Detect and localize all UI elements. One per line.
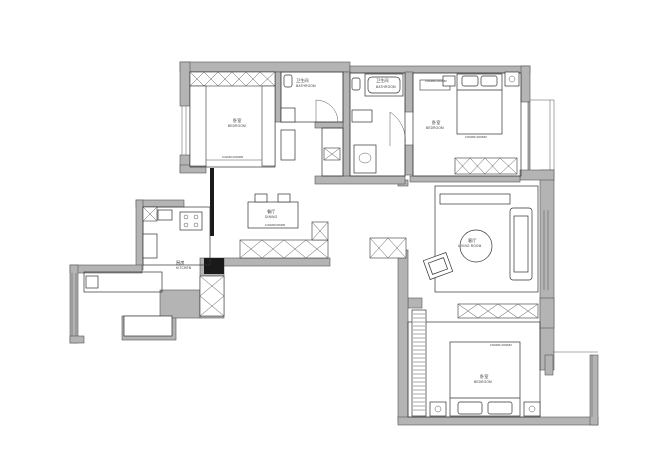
lamp-icon <box>434 405 442 413</box>
wardrobe-nw-dim: 1111MM×2000MM <box>222 155 243 159</box>
room-label-bathroom-1-en: BATHROOM <box>296 84 316 88</box>
bed-se-dim: 1500MM×2000MM <box>490 343 512 347</box>
fridge-icon <box>142 233 158 259</box>
wardrobe-se <box>411 309 427 417</box>
dining-table-dim: 1100MM×800MM <box>265 223 285 227</box>
pillow-icon <box>487 401 513 415</box>
pillow-icon <box>457 401 483 415</box>
door-swing-icon <box>315 99 339 123</box>
room-label-bedroom-se-en: BEDROOM <box>474 380 492 384</box>
living-room: 客厅 LIVING ROOM <box>369 185 539 319</box>
dining: 1100MM×800MM 餐厅 DINING <box>199 193 329 317</box>
bathtub-icon <box>367 76 401 94</box>
dining-table <box>247 201 299 229</box>
room-label-kitchen-en: KITCHEN <box>176 266 192 270</box>
room-label-kitchen-cn: 厨房 <box>176 259 184 266</box>
room-label-living-cn: 客厅 <box>468 237 476 244</box>
wardrobe-nw <box>189 71 276 87</box>
room-label-bathroom-1-cn: 卫生间 <box>296 77 309 84</box>
bedroom-ne: 1500MM×2000MM 1500MM×2000MM 卧室 BEDROOM <box>412 71 522 177</box>
bedroom-se: 1500MM×2000MM 卧室 BEDROOM <box>407 309 541 418</box>
room-label-bathroom-2-cn: 卫生间 <box>376 77 389 84</box>
room-label-bedroom-nw-cn: 卧室 <box>233 117 241 124</box>
wardrobe-ne-top-dim: 1500MM×2000MM <box>425 79 447 83</box>
sideboard <box>239 221 329 259</box>
bedroom-nw: 1111MM×2000MM 卧室 BEDROOM <box>189 71 276 168</box>
lamp-icon <box>528 405 536 413</box>
wardrobe-ne-bottom-dim: 1500MM×2000MM <box>465 135 487 139</box>
wardrobe-hangers <box>413 313 425 411</box>
kitchen: 厨房 KITCHEN <box>83 206 211 337</box>
room-label-dining-en: DINING <box>265 215 278 219</box>
room-label-bedroom-se-cn: 卧室 <box>480 373 488 380</box>
sink-icon <box>358 152 372 164</box>
bathroom-1: 卫生间 BATHROOM <box>280 71 344 177</box>
pillow-icon <box>461 75 479 87</box>
toilet-icon <box>283 74 293 88</box>
windows <box>71 99 598 417</box>
toilet-icon-2 <box>351 77 361 91</box>
room-label-living-en: LIVING ROOM <box>458 244 482 248</box>
room-label-bedroom-ne-en: BEDROOM <box>426 126 444 130</box>
room-label-bedroom-nw-en: BEDROOM <box>228 124 246 128</box>
stove-icon <box>179 211 203 231</box>
room-label-bathroom-2-en: BATHROOM <box>376 85 396 89</box>
lamp-icon <box>508 75 516 83</box>
bathroom-2: 卫生间 BATHROOM <box>349 72 406 177</box>
room-label-bedroom-ne-cn: 卧室 <box>432 119 440 126</box>
room-label-dining-cn: 餐厅 <box>267 208 275 215</box>
coffee-table-icon <box>459 229 493 263</box>
pillow-icon <box>480 75 498 87</box>
